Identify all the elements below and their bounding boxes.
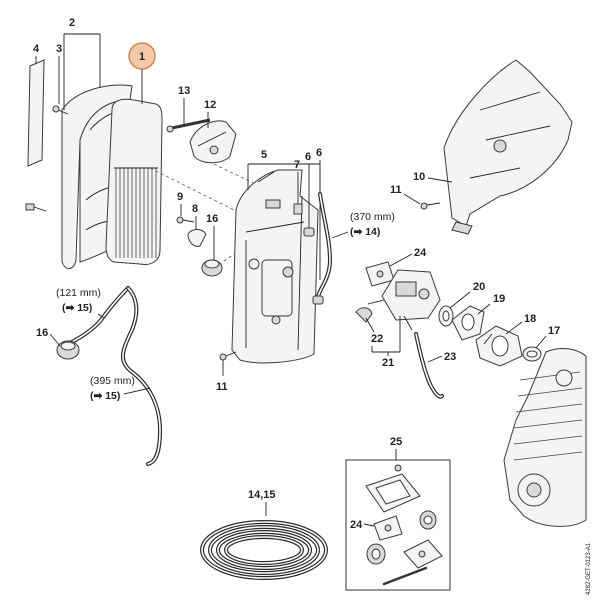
callout-16b: 16 (36, 327, 48, 339)
callout-2-bracket (63, 33, 101, 110)
screw-9-part[interactable] (176, 216, 195, 224)
callout-22: 22 (371, 333, 383, 345)
callout-11b: 11 (216, 381, 228, 393)
hose-121-ref: (➡ 15) (62, 302, 92, 314)
plug-6-part[interactable] (303, 227, 315, 237)
gasket-strip-part[interactable] (27, 59, 45, 167)
hose-370-length: (370 mm) (350, 211, 395, 223)
callout-4: 4 (33, 43, 40, 55)
part-7-part[interactable] (293, 203, 303, 215)
valve-16-lower-part[interactable] (56, 340, 80, 360)
callout-24b: 24 (350, 519, 363, 531)
callout-6a: 6 (305, 151, 311, 163)
air-filter-part[interactable] (105, 98, 163, 265)
clamp-17-part[interactable] (522, 346, 542, 362)
hose-395-part[interactable] (121, 286, 163, 466)
hose-121-length: (121 mm) (56, 287, 101, 299)
callout-1: 1 (139, 51, 145, 63)
callout-25: 25 (390, 436, 402, 448)
callout-7: 7 (294, 159, 300, 171)
drawing-code: 4282-GET-0123-A1 (586, 542, 592, 595)
callout-3: 3 (56, 43, 62, 55)
hose-370-ref: (➡ 14) (350, 226, 380, 238)
callout-12: 12 (204, 99, 216, 111)
engine-cylinder-part[interactable] (503, 348, 587, 527)
callout-6b: 6 (316, 147, 322, 159)
callout-24a: 24 (414, 247, 427, 259)
callout-14-15: 14,15 (248, 489, 276, 501)
callout-11a: 11 (390, 184, 402, 196)
carburetor-box-part[interactable] (231, 169, 319, 364)
screw-3-part[interactable] (52, 105, 69, 115)
screw-11-upper-part[interactable] (420, 202, 441, 210)
cover-10-part[interactable] (443, 59, 573, 235)
callout-16a: 16 (206, 213, 218, 225)
callout-23: 23 (444, 351, 456, 363)
manifold-18-part[interactable] (475, 325, 523, 367)
kit-seal-part[interactable] (366, 543, 386, 565)
callout-19: 19 (493, 293, 505, 305)
carburetor-part[interactable] (367, 269, 441, 331)
clip-8-part[interactable] (187, 229, 207, 247)
stud-13-part[interactable] (166, 118, 211, 133)
hose-121-part[interactable] (66, 286, 130, 346)
callout-10: 10 (413, 171, 425, 183)
screw-11-lower-part[interactable] (219, 351, 237, 361)
hose-395-length: (395 mm) (90, 375, 135, 387)
hose-coil-part[interactable] (200, 520, 328, 580)
bracket-12-part[interactable] (189, 120, 237, 164)
callout-1-highlight[interactable]: 1 (128, 42, 156, 104)
hose-395-ref: (➡ 15) (90, 390, 120, 402)
callout-21: 21 (382, 357, 394, 369)
ring-20-part[interactable] (438, 305, 454, 327)
callout-21-bracket (371, 316, 401, 356)
callout-8: 8 (192, 203, 198, 215)
callout-5: 5 (261, 149, 267, 161)
screw-left-part[interactable] (25, 203, 47, 212)
impulse-hose-part[interactable] (312, 192, 333, 305)
valve-16-part[interactable] (201, 259, 223, 277)
callout-13: 13 (178, 85, 190, 97)
callout-20: 20 (473, 281, 485, 293)
kit-ring-part[interactable] (419, 510, 437, 530)
knob-22-part[interactable] (355, 307, 373, 323)
kit-gasket-large-part[interactable] (365, 464, 421, 513)
callout-18: 18 (524, 313, 536, 325)
kit-needle-part[interactable] (382, 566, 428, 586)
hose-23-part[interactable] (414, 332, 444, 399)
flange-19-part[interactable] (451, 305, 485, 341)
callout-17: 17 (548, 325, 560, 337)
kit-gasket-24-part[interactable] (373, 515, 403, 541)
kit-diaphragm-part[interactable] (403, 539, 443, 569)
callout-9: 9 (177, 191, 183, 203)
callout-2: 2 (69, 17, 75, 29)
